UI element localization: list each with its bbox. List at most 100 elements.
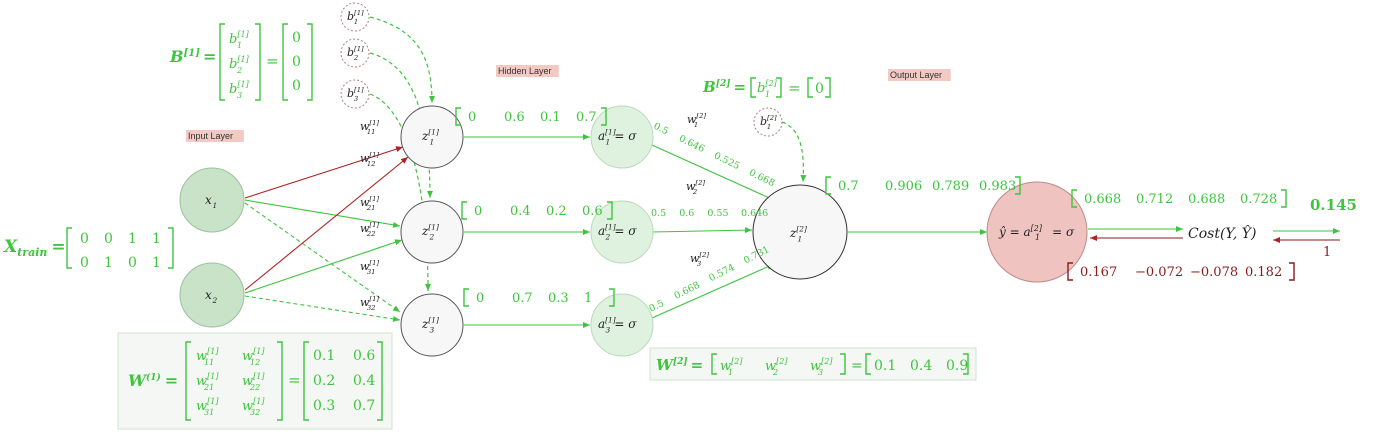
- yhat-vector-bracket-left: [1071, 189, 1077, 208]
- z1-2-vector-value: 0.6: [582, 204, 603, 219]
- z2-vector-value: 0.906: [885, 179, 922, 194]
- z2-vector-value: 0.983: [979, 179, 1016, 194]
- edge-x1-z3: [244, 202, 401, 313]
- a1-1-value: 0.525: [712, 150, 741, 172]
- w1-label: W(1)=: [128, 371, 178, 390]
- a1-2-value: 0.646: [741, 208, 768, 219]
- hidden-z-node-2-label: z[1]2: [421, 223, 439, 242]
- w1-symbol: w[1]21: [196, 372, 219, 392]
- yhat-vector-value: 0.668: [1084, 192, 1121, 207]
- z1-1-vector-bracket-right: [601, 107, 607, 126]
- w2-bracket-left: [711, 353, 717, 375]
- z1-1-vector-value: 0.6: [504, 110, 525, 125]
- weight-label-1-22: w[1]22: [360, 221, 379, 238]
- bias-node-b2: [340, 38, 370, 68]
- w2-value: 0.4: [910, 358, 932, 374]
- w1-values-bracket-right: [377, 341, 383, 421]
- b1-entry: b[1]2: [229, 55, 250, 75]
- yhat-vector-value: 0.728: [1240, 192, 1277, 207]
- hidden-z-node-1-label: z[1]1: [421, 128, 439, 147]
- z1-3-vector-value: 1: [584, 291, 592, 306]
- edge-x2-z3: [244, 295, 401, 322]
- edge-b1-z1: [369, 16, 435, 104]
- gradient-vector-bracket-left: [1067, 262, 1073, 281]
- b2-entry: b[2]1: [757, 79, 778, 99]
- w2-symbol: w[2]2: [765, 357, 788, 377]
- z1-1-vector-bracket-left: [455, 107, 461, 126]
- w2-symbol: w[2]1: [720, 357, 743, 377]
- yhat-vector-value: 0.712: [1136, 192, 1173, 207]
- input-node-x2-label: x2: [205, 288, 217, 305]
- weight-label-2-3: w[2]3: [690, 251, 709, 268]
- edge-x2-z2: [244, 239, 403, 294]
- w2-bracket-right: [840, 353, 846, 375]
- w1-bracket-left: [185, 341, 191, 421]
- yhat-vector-bracket-right: [1281, 189, 1287, 208]
- x-train-cell: 0: [128, 255, 137, 271]
- a1-1-value: 0.5: [652, 121, 670, 138]
- w2-matrix-box: [649, 347, 977, 381]
- output-layer-label: Output Layer: [890, 70, 942, 80]
- b1-values-bracket-left: [282, 23, 288, 101]
- w1-symbol: w[1]31: [196, 397, 219, 417]
- z2-vector-bracket-right: [1015, 176, 1021, 195]
- edge-b3-z3: [369, 93, 431, 292]
- w2-label: W[2]=: [656, 356, 703, 374]
- output-layer-label-bg: [888, 69, 951, 81]
- w1-value: 0.3: [313, 398, 335, 414]
- hidden-z-node-3-label: z[1]3: [421, 316, 439, 335]
- bias-node-b2-label: b[2]1: [760, 114, 777, 131]
- b1-value: 0: [292, 30, 301, 46]
- b2-value-bracket-left: [807, 77, 813, 98]
- a1-1-value: 0.668: [747, 167, 776, 189]
- hidden-z-node-1: [400, 105, 464, 169]
- w1-symbol: w[1]12: [242, 347, 265, 367]
- weight-label-1-32: w[1]32: [360, 295, 379, 312]
- b1-entry: b[1]3: [229, 80, 250, 100]
- gradient-vector-value: −0.072: [1135, 265, 1183, 280]
- a1-2-value: 0.55: [707, 208, 728, 219]
- bias-node-b3: [340, 79, 370, 109]
- x-train-cell: 1: [128, 231, 137, 247]
- w2-values-bracket-left: [865, 353, 871, 375]
- z2-vector-bracket-left: [825, 176, 831, 195]
- w1-symbol: w[1]11: [196, 347, 219, 367]
- b2-value-bracket-right: [825, 77, 831, 98]
- a1-1-value: 0.646: [677, 133, 706, 155]
- x-train-bracket-right: [168, 227, 174, 269]
- hidden-a-node-2: [590, 200, 654, 264]
- z1-1-vector-value: 0.7: [576, 110, 597, 125]
- w2-equals: =: [851, 358, 863, 374]
- b1-bracket-left: [219, 23, 225, 101]
- z1-3-vector-value: 0.3: [548, 291, 569, 306]
- z1-1-vector-value: 0: [468, 110, 476, 125]
- z2-vector-value: 0.7: [838, 179, 859, 194]
- hidden-z-node-2: [400, 200, 464, 264]
- input-layer-label: Input Layer: [188, 131, 233, 141]
- z2-vector-value: 0.789: [932, 179, 969, 194]
- z1-3-vector-bracket-left: [463, 288, 469, 307]
- w1-matrix-box: [117, 332, 393, 430]
- b2-value: 0: [815, 81, 824, 97]
- bias-node-b2: [753, 107, 783, 137]
- x-train-cell: 0: [80, 255, 89, 271]
- a1-2-value: 0.6: [679, 208, 694, 219]
- x-train-cell: 1: [104, 255, 113, 271]
- b1-values-bracket-right: [307, 23, 313, 101]
- input-node-x1-label: x1: [205, 193, 217, 210]
- w1-value: 0.7: [353, 398, 375, 414]
- hidden-z-node-3: [400, 293, 464, 357]
- w1-bracket-right: [277, 341, 283, 421]
- z1-2-vector-bracket-right: [607, 201, 613, 220]
- weight-label-2-1: w[2]1: [687, 112, 706, 129]
- edge-x1-z1: [244, 146, 404, 199]
- hidden-a-node-3: [590, 293, 654, 357]
- b1-label: B[1]=: [169, 47, 216, 66]
- w1-equals: =: [288, 371, 301, 389]
- z1-2-vector-value: 0.4: [510, 204, 531, 219]
- b1-bracket-right: [255, 23, 261, 101]
- b2-label: B[2]=: [702, 78, 746, 96]
- weight-label-1-11: w[1]11: [360, 119, 379, 136]
- weight-label-1-12: w[1]12: [360, 151, 379, 168]
